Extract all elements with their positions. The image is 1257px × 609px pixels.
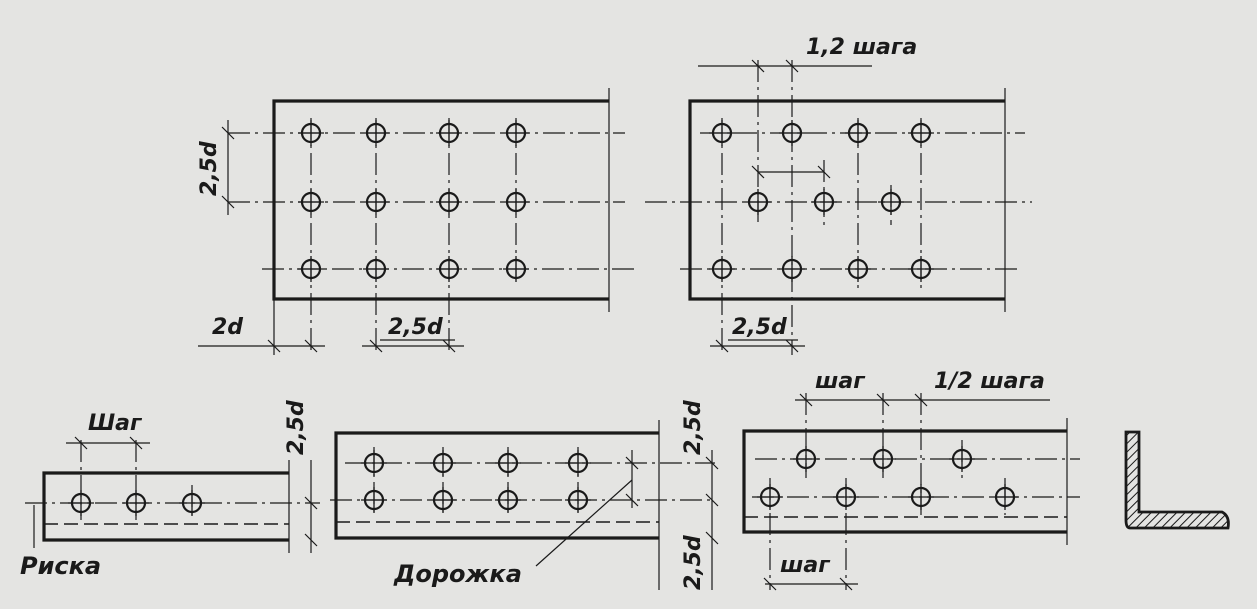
rivet-hole (709, 120, 735, 146)
rivet-hole (811, 189, 837, 215)
rivet-hole (298, 256, 324, 282)
rivet-hole (845, 256, 871, 282)
plate-grid-pattern (198, 88, 635, 355)
rivet-hole (430, 450, 456, 476)
rivet-hole (363, 120, 389, 146)
rivet-hole (745, 189, 771, 215)
rivet-hole (436, 256, 462, 282)
label-dorozhka: Дорожка (393, 560, 522, 588)
rivet-hole (436, 189, 462, 215)
rivet-hole (908, 484, 934, 510)
rivet-hole (833, 484, 859, 510)
label-step-1-2: 1,2 шага (806, 35, 917, 60)
rivet-hole (757, 484, 783, 510)
rivet-hole (363, 189, 389, 215)
label-2-5d-strip: 2,5d (284, 400, 309, 455)
rivet-hole (949, 446, 975, 472)
rivet-hole (123, 490, 149, 516)
label-riska: Риска (20, 552, 101, 580)
labels: 1,2 шага 2,5d 2d 2,5d 2,5d Шаг 2,5d 2,5d… (20, 35, 1045, 590)
label-2-5d-mid-top: 2,5d (681, 400, 706, 455)
rivet-hole (298, 120, 324, 146)
rivet-hole (908, 256, 934, 282)
strip-single-row (25, 436, 320, 553)
label-2-5d-vertical: 2,5d (197, 141, 222, 196)
rivet-hole (361, 450, 387, 476)
rivet-hole (503, 189, 529, 215)
rivet-hole (361, 487, 387, 513)
plate-staggered-pattern (645, 59, 1032, 355)
label-shag-capital: Шаг (88, 411, 143, 436)
strip-double-row (330, 420, 719, 590)
rivet-hole (779, 120, 805, 146)
label-2-5d-pitch-a: 2,5d (388, 315, 443, 340)
rivet-hole (845, 120, 871, 146)
rivet-hole (298, 189, 324, 215)
rivet-hole (793, 446, 819, 472)
rivet-hole (503, 120, 529, 146)
rivet-hole (878, 189, 904, 215)
rivet-hole (436, 120, 462, 146)
rivet-hole (68, 490, 94, 516)
rivet-hole (870, 446, 896, 472)
label-2-5d-mid-bottom: 2,5d (681, 535, 706, 590)
rivet-hole (179, 490, 205, 516)
rivet-hole (709, 256, 735, 282)
rivet-hole (565, 450, 591, 476)
rivet-hole (495, 487, 521, 513)
rivet-holes (68, 120, 1018, 516)
rivet-hole (565, 487, 591, 513)
rivet-hole (992, 484, 1018, 510)
rivet-hole (503, 256, 529, 282)
rivet-hole (779, 256, 805, 282)
rivet-hole (430, 487, 456, 513)
label-2d: 2d (212, 315, 243, 340)
label-shag-bottom: шаг (780, 553, 831, 578)
rivet-hole (363, 256, 389, 282)
rivet-hole (495, 450, 521, 476)
label-shag-top: шаг (815, 369, 866, 394)
label-half-step: 1/2 шага (934, 369, 1045, 394)
angle-profile-section (1124, 430, 1230, 530)
rivet-hole (908, 120, 934, 146)
label-2-5d-pitch-b: 2,5d (732, 315, 787, 340)
